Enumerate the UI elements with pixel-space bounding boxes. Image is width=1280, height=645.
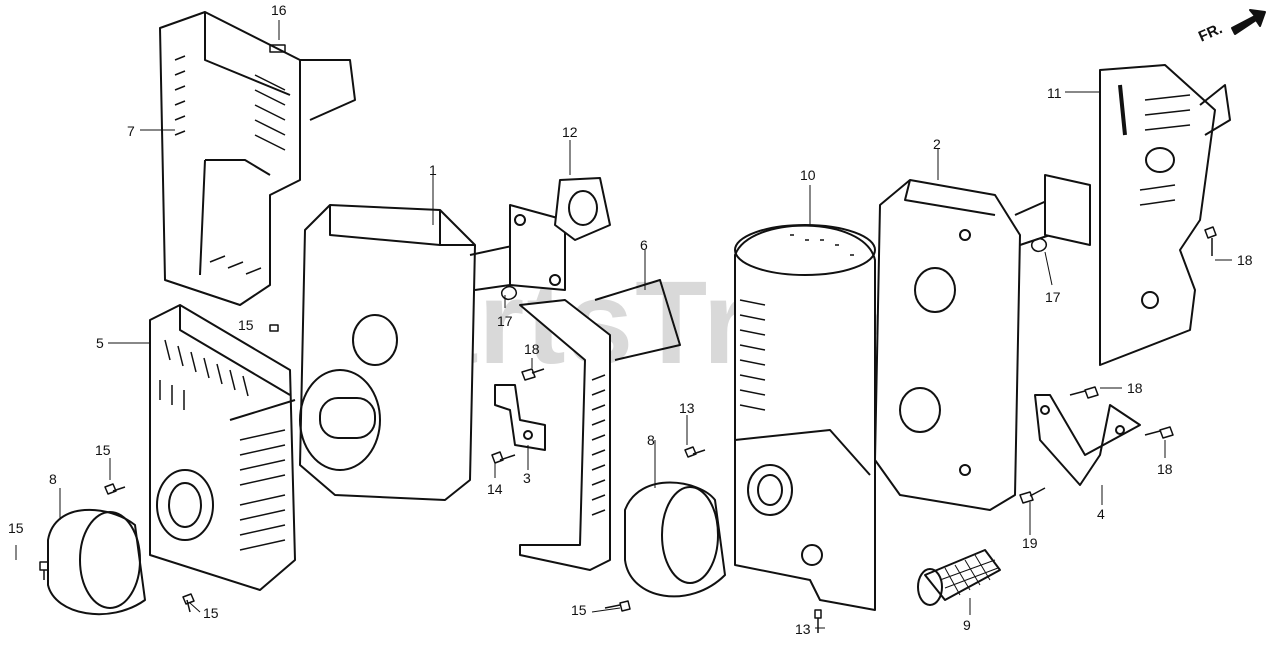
callout-8-right: 8 xyxy=(647,432,655,448)
callout-2: 2 xyxy=(933,136,941,152)
callout-12: 12 xyxy=(562,124,578,140)
callout-16: 16 xyxy=(271,2,287,18)
callout-19: 19 xyxy=(1022,535,1038,551)
fr-arrow-icon xyxy=(1231,9,1266,35)
callout-15-bottom-middle: 15 xyxy=(571,602,587,618)
callout-10: 10 xyxy=(800,167,816,183)
callout-13-upper: 13 xyxy=(679,400,695,416)
callout-13-bottom: 13 xyxy=(795,621,811,637)
part-8-cover-left xyxy=(47,508,146,616)
callout-18-upper-right: 18 xyxy=(1237,252,1253,268)
part-6-stay xyxy=(519,279,681,571)
part-1-muffler xyxy=(299,204,566,501)
part-2-muffler xyxy=(874,174,1091,511)
part-12-gasket xyxy=(554,177,611,241)
part-4-bracket xyxy=(1034,394,1141,486)
part-9-screen xyxy=(917,549,1001,606)
callout-15-far-left: 15 xyxy=(8,520,24,536)
part-8-cover-right xyxy=(624,481,726,598)
callout-15-middle: 15 xyxy=(95,442,111,458)
callout-15-bottom-left: 15 xyxy=(203,605,219,621)
callout-17-left: 17 xyxy=(497,313,513,329)
callout-8-left: 8 xyxy=(49,471,57,487)
fasteners xyxy=(39,44,1217,633)
callout-9: 9 xyxy=(963,617,971,633)
callout-18-middle: 18 xyxy=(524,341,540,357)
part-10-protector xyxy=(734,224,876,611)
part-3-bracket xyxy=(494,384,546,451)
callout-15-upper: 15 xyxy=(238,317,254,333)
callout-6: 6 xyxy=(640,237,648,253)
leader-lines xyxy=(15,20,1232,629)
part-7-heat-shield xyxy=(159,11,356,306)
callout-5: 5 xyxy=(96,335,104,351)
callout-1: 1 xyxy=(429,162,437,178)
callout-18-bracket-side: 18 xyxy=(1157,461,1173,477)
callout-17-right: 17 xyxy=(1045,289,1061,305)
part-5-front-shield xyxy=(149,304,296,591)
callout-7: 7 xyxy=(127,123,135,139)
callout-4: 4 xyxy=(1097,506,1105,522)
callout-3: 3 xyxy=(523,470,531,486)
callout-14: 14 xyxy=(487,481,503,497)
part-11-upper-protector xyxy=(1099,64,1231,366)
callout-11: 11 xyxy=(1047,85,1062,101)
callout-18-bracket-top: 18 xyxy=(1127,380,1143,396)
